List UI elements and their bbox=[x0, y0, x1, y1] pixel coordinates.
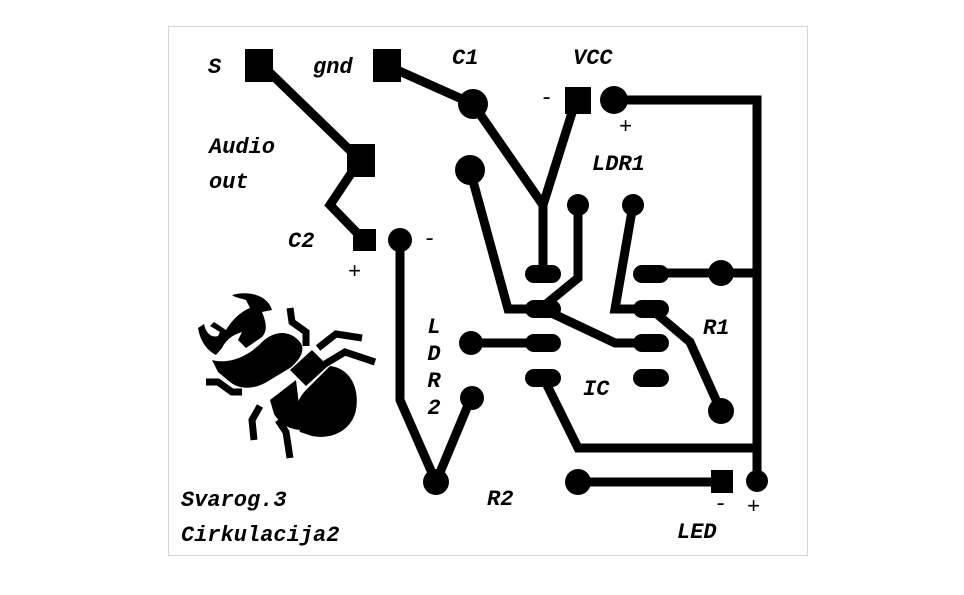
trace-ldr2-r2 bbox=[431, 396, 476, 484]
pad-led-plus bbox=[746, 470, 768, 492]
label-led: LED bbox=[677, 520, 717, 545]
pad-vcc-minus bbox=[565, 87, 591, 114]
ic-pin-1 bbox=[525, 265, 561, 283]
pad-s bbox=[245, 49, 273, 82]
trace-vcc-plus bbox=[614, 95, 762, 480]
trace-ic4-rail bbox=[538, 375, 757, 453]
ic-pin-4 bbox=[525, 369, 561, 387]
stag-beetle-icon bbox=[198, 293, 357, 437]
ic-pin-7 bbox=[633, 300, 669, 318]
label-ic: IC bbox=[583, 377, 610, 402]
pad-r1-top bbox=[708, 260, 734, 286]
label-led-plus: + bbox=[747, 495, 761, 520]
pad-c1-b bbox=[455, 155, 485, 185]
pad-audio-out bbox=[347, 144, 375, 177]
trace-c1-junction bbox=[469, 101, 547, 208]
label-led-minus: - bbox=[714, 492, 728, 517]
label-r1: R1 bbox=[703, 316, 730, 341]
pad-r1-bottom bbox=[708, 398, 734, 424]
ic-pin-6 bbox=[633, 334, 669, 352]
ic-pin-8 bbox=[633, 265, 669, 283]
pad-gnd bbox=[373, 49, 401, 82]
ic-pin-2 bbox=[525, 300, 561, 318]
label-out: out bbox=[209, 170, 249, 195]
label-r2: R2 bbox=[487, 487, 514, 512]
label-vcc-minus: - bbox=[540, 86, 554, 111]
pad-led-left bbox=[565, 469, 591, 495]
label-gnd: gnd bbox=[313, 55, 353, 80]
pcb-board bbox=[168, 26, 808, 556]
pad-r2 bbox=[423, 469, 449, 495]
pad-vcc-plus bbox=[600, 86, 628, 114]
label-ldr2: L D R 2 bbox=[427, 315, 441, 421]
pad-ldr2-a bbox=[459, 331, 483, 355]
trace-s-audio bbox=[259, 62, 364, 164]
trace-vcc-junction bbox=[538, 98, 581, 207]
trace-ldr1b bbox=[609, 204, 651, 314]
beetle-legs bbox=[206, 307, 377, 459]
label-audio: Audio bbox=[209, 135, 276, 160]
label-vcc-plus: + bbox=[619, 115, 633, 140]
pad-c1-a bbox=[458, 89, 488, 119]
title-line-2: Cirkulacija2 bbox=[181, 523, 340, 548]
label-vcc: VCC bbox=[573, 46, 613, 71]
trace-ic7-r1 bbox=[648, 305, 726, 413]
title-line-1: Svarog.3 bbox=[181, 488, 287, 513]
pad-c2-minus bbox=[388, 228, 412, 252]
trace-c2-r2 bbox=[395, 240, 441, 484]
pad-ldr1-b bbox=[622, 194, 644, 216]
ic-pin-3 bbox=[525, 334, 561, 352]
pad-led-minus bbox=[711, 470, 733, 493]
pad-ldr2-b bbox=[460, 386, 484, 410]
label-c2-minus: - bbox=[423, 227, 437, 252]
trace-gnd-c1 bbox=[386, 61, 475, 109]
ic-pin-5 bbox=[633, 369, 669, 387]
label-c2: C2 bbox=[288, 229, 315, 254]
pad-c2-plus bbox=[353, 229, 376, 251]
pad-ldr1-a bbox=[567, 194, 589, 216]
trace-ldr1a bbox=[542, 205, 583, 309]
label-ldr1: LDR1 bbox=[592, 152, 645, 177]
label-s: S bbox=[208, 55, 222, 80]
label-c2-plus: + bbox=[348, 260, 362, 285]
label-c1: C1 bbox=[452, 46, 479, 71]
